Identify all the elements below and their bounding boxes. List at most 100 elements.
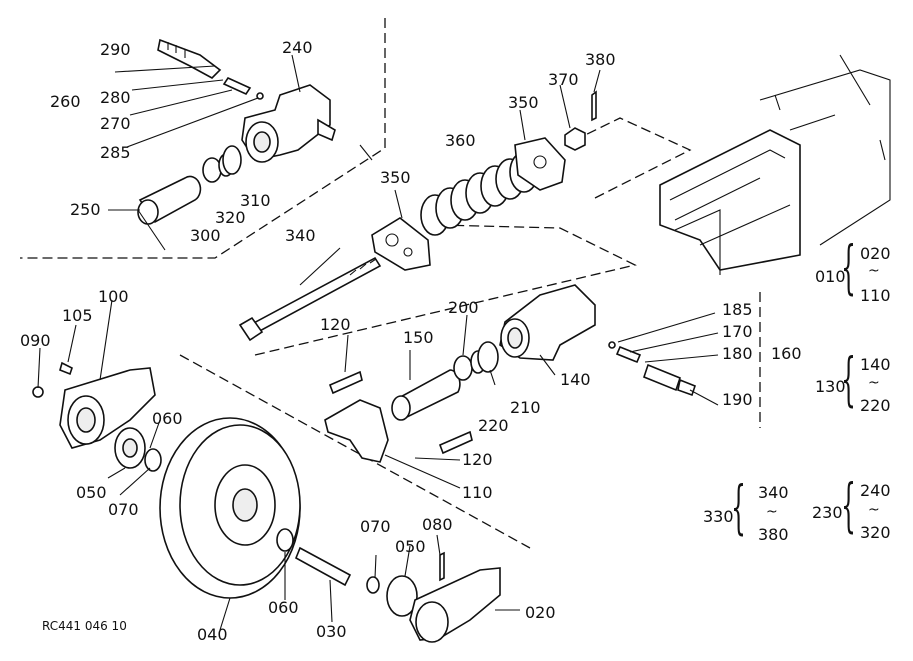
label-105: 105 — [62, 306, 93, 325]
clip-090 — [32, 386, 44, 398]
ring-300 — [202, 157, 222, 183]
label-060-left: 060 — [152, 409, 183, 428]
label-120-upper: 120 — [320, 315, 351, 334]
collar-070b — [366, 576, 380, 594]
label-340: 340 — [285, 226, 316, 245]
pin-080 — [439, 551, 445, 582]
range-brace-130: { — [841, 345, 856, 413]
label-310: 310 — [240, 191, 271, 210]
label-285: 285 — [100, 143, 131, 162]
bolt-120a — [328, 370, 363, 395]
label-050-left: 050 — [76, 483, 107, 502]
label-360: 360 — [445, 131, 476, 150]
pin-105 — [59, 361, 73, 376]
label-120-lower: 120 — [462, 450, 493, 469]
range-brace-010: { — [841, 233, 856, 301]
track-frame — [659, 54, 891, 275]
nut-370 — [564, 127, 586, 151]
range-label-230: 230 — [812, 503, 843, 522]
upper-left-group-boundary — [20, 18, 386, 259]
shaft-250 — [137, 175, 202, 225]
ring-200 — [453, 355, 473, 381]
range-label-330: 330 — [703, 507, 734, 526]
grease-fitting-right — [608, 312, 719, 406]
label-350-lower: 350 — [380, 168, 411, 187]
rod-340 — [238, 256, 382, 342]
shaft-030 — [294, 546, 352, 587]
ring-210 — [477, 341, 499, 373]
label-050-right: 050 — [395, 537, 426, 556]
label-380: 380 — [585, 50, 616, 69]
label-020: 020 — [525, 603, 556, 622]
spring-seat-350a — [371, 217, 431, 271]
yoke-100 — [59, 367, 156, 449]
range-from-140: 140 — [860, 355, 891, 374]
slider-110 — [324, 399, 389, 463]
label-185: 185 — [722, 300, 753, 319]
label-250: 250 — [70, 200, 101, 219]
ring-310 — [222, 145, 242, 175]
label-280: 280 — [100, 88, 131, 107]
label-160: 160 — [771, 344, 802, 363]
label-070-right: 070 — [360, 517, 391, 536]
yoke-020 — [409, 567, 501, 643]
label-190: 190 — [722, 390, 753, 409]
bracket-240 — [241, 84, 336, 163]
label-090: 090 — [20, 331, 51, 350]
label-200: 200 — [448, 298, 479, 317]
bearing-050a-bore — [122, 438, 138, 458]
label-300: 300 — [190, 226, 221, 245]
bearing-050b — [386, 575, 418, 617]
frame-boundary — [574, 117, 692, 199]
range-from-240: 240 — [860, 481, 891, 500]
collar-070a — [144, 448, 162, 472]
label-060-right: 060 — [268, 598, 299, 617]
label-140: 140 — [560, 370, 591, 389]
label-260: 260 — [50, 92, 81, 111]
bolt-boundary — [254, 224, 637, 356]
bracket-140 — [499, 284, 596, 361]
grease-assembly — [114, 38, 264, 148]
range-to-220: 220 — [860, 396, 891, 415]
range-brace-330: { — [731, 473, 746, 541]
label-110: 110 — [462, 483, 493, 502]
label-080: 080 — [422, 515, 453, 534]
range-tilde-230: ~ — [868, 502, 880, 518]
label-100: 100 — [98, 287, 129, 306]
label-070-left: 070 — [108, 500, 139, 519]
label-370: 370 — [548, 70, 579, 89]
lower-group-boundary — [179, 354, 531, 549]
label-240: 240 — [282, 38, 313, 57]
range-from-020: 020 — [860, 244, 891, 263]
range-tilde-010: ~ — [868, 263, 880, 279]
bushing-060b — [276, 528, 294, 552]
label-180: 180 — [722, 344, 753, 363]
idler-wheel-040 — [159, 417, 301, 599]
range-from-340: 340 — [758, 483, 789, 502]
range-brace-230: { — [841, 471, 856, 539]
label-040: 040 — [197, 625, 228, 644]
label-170: 170 — [722, 322, 753, 341]
range-to-110: 110 — [860, 286, 891, 305]
drawing-code: RC441 046 10 — [42, 619, 127, 633]
spring-seat-350b — [514, 137, 566, 191]
cylinder-150 — [391, 369, 461, 421]
label-210: 210 — [510, 398, 541, 417]
pin-380 — [591, 90, 597, 122]
label-270: 270 — [100, 114, 131, 133]
label-350-upper: 350 — [508, 93, 539, 112]
range-tilde-330: ~ — [766, 504, 778, 520]
bolt-120b — [438, 430, 473, 455]
label-320: 320 — [215, 208, 246, 227]
label-220: 220 — [478, 416, 509, 435]
label-290: 290 — [100, 40, 131, 59]
label-150: 150 — [403, 328, 434, 347]
range-to-380: 380 — [758, 525, 789, 544]
label-030: 030 — [316, 622, 347, 641]
range-label-130: 130 — [815, 377, 846, 396]
range-label-010: 010 — [815, 267, 846, 286]
range-tilde-130: ~ — [868, 375, 880, 391]
range-to-320: 320 — [860, 523, 891, 542]
